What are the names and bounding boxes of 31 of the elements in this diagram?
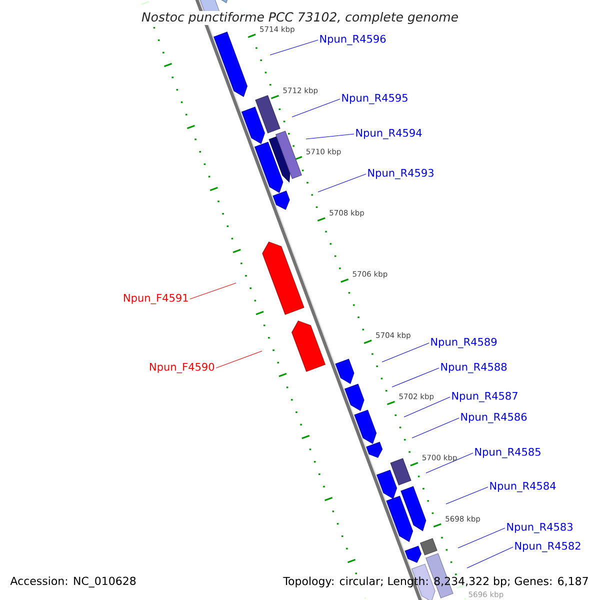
- leader-line: [404, 396, 450, 418]
- gene-label: Npun_R4582: [515, 542, 580, 552]
- gene-label: Npun_R4584: [490, 482, 556, 492]
- gene-label: Npun_R4594: [356, 128, 422, 140]
- gene-label: Npun_R4586: [461, 412, 527, 424]
- leader-line: [306, 134, 354, 140]
- accession-text: Accession: NC_010628: [10, 576, 136, 588]
- leader-line: [318, 174, 366, 192]
- gene-label: Npun_R4585: [475, 448, 540, 458]
- gene-label: Npun_F4591: [124, 294, 188, 304]
- leader-line: [270, 40, 318, 56]
- gene-label: Npun_R4583: [507, 522, 572, 534]
- title: Nostoc punctiforme PCC 73102, complete genome: [140, 10, 460, 26]
- genome-info-text: Topology: circular; Length: 8,234,322 bp; Genes: 6,187: [283, 576, 588, 588]
- leader-line: [426, 452, 474, 474]
- leader-line: [190, 282, 236, 300]
- leader-line: [216, 350, 262, 368]
- leader-line: [382, 342, 430, 362]
- gene-label: Npun_R4587: [452, 392, 518, 402]
- gene-label: Npun_R4593: [368, 168, 434, 180]
- gene-label: Npun_R4588: [441, 362, 507, 374]
- leader-line: [412, 418, 460, 438]
- gene-label: Npun_R4595: [342, 94, 408, 104]
- leader-line: [458, 528, 506, 548]
- leader-line: [292, 98, 340, 118]
- leader-line: [446, 486, 488, 504]
- leader-line: [392, 368, 440, 388]
- gene-label: Npun_F4590: [150, 362, 214, 374]
- leader-line: [466, 546, 514, 568]
- gene-label: Npun_R4589: [431, 338, 497, 348]
- gene-label: Npun_R4596: [320, 34, 386, 46]
